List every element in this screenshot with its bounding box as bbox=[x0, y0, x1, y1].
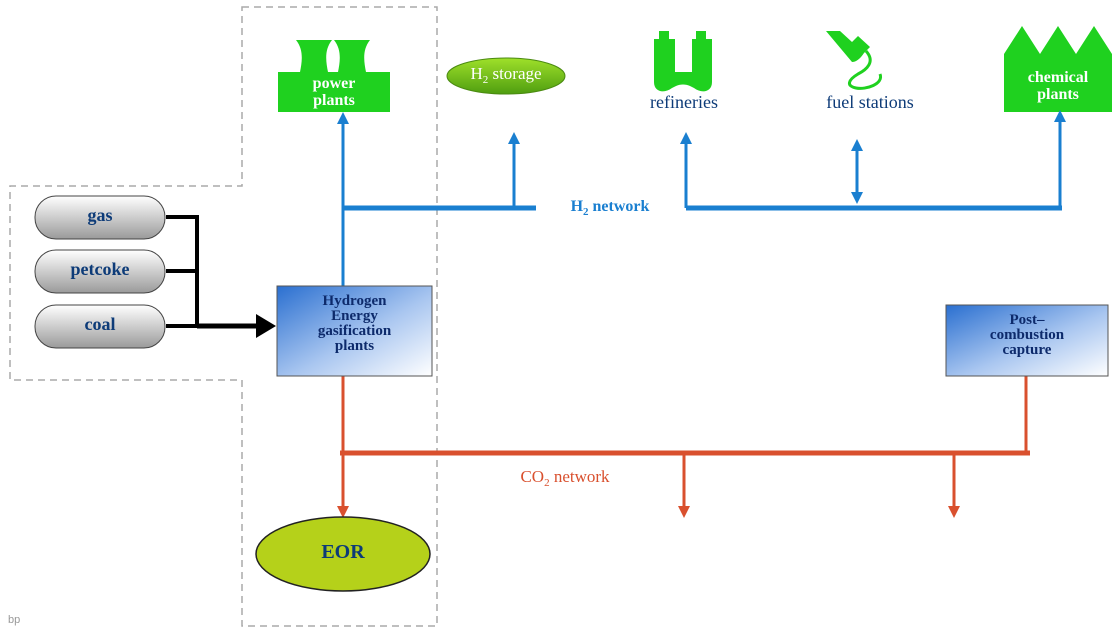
h2-storage-sub: 2 bbox=[482, 74, 489, 86]
co2-network-pre: CO bbox=[520, 467, 545, 486]
chemical-plant-icon bbox=[1004, 26, 1112, 112]
post-combustion-label: Post– combustion capture bbox=[946, 313, 1108, 358]
source-petcoke-label: petcoke bbox=[70, 259, 130, 279]
chemical-plants-line1: chemical bbox=[1027, 69, 1089, 86]
co2-network-post: network bbox=[549, 467, 610, 486]
h2-storage-tank bbox=[446, 57, 566, 95]
footer-logo-text: bp bbox=[8, 614, 21, 626]
h2-network-lines bbox=[337, 110, 1066, 286]
feedstock-lines bbox=[166, 215, 276, 338]
h2-storage-label: H2 storage bbox=[447, 65, 565, 87]
h2-network-label: H2 network bbox=[540, 198, 680, 219]
gasification-label: Hydrogen Energy gasification plants bbox=[277, 294, 432, 354]
source-coal-label: coal bbox=[84, 314, 116, 334]
source-petcoke-box bbox=[34, 249, 166, 294]
chemical-plants-line2: plants bbox=[1037, 85, 1079, 103]
post-combustion-line3: capture bbox=[1002, 342, 1052, 358]
h2-network-post: network bbox=[588, 198, 650, 215]
gasification-line4: plants bbox=[334, 338, 375, 354]
power-plants-line1: power bbox=[312, 75, 356, 92]
source-coal-box bbox=[34, 304, 166, 349]
gasification-line1: Hydrogen bbox=[322, 293, 387, 309]
fuel-stations-label: fuel stations bbox=[826, 92, 914, 112]
h2-storage-pre: H bbox=[470, 64, 483, 83]
refineries-label: refineries bbox=[650, 92, 718, 112]
fuel-nozzle-icon bbox=[826, 31, 883, 90]
power-plant-icon bbox=[278, 40, 390, 112]
gasification-line2: Energy bbox=[331, 308, 378, 324]
power-plants-label: power plants bbox=[288, 75, 380, 110]
eor-label: EOR bbox=[321, 541, 365, 563]
h2-network-sub: 2 bbox=[583, 206, 589, 218]
post-combustion-box bbox=[945, 304, 1109, 377]
h2-network-pre: H bbox=[570, 198, 584, 215]
eor-ellipse bbox=[255, 516, 431, 592]
refinery-icon bbox=[654, 31, 712, 92]
co2-network-label: CO2 network bbox=[490, 468, 640, 490]
co2-network-sub: 2 bbox=[544, 477, 550, 489]
system-boundary bbox=[9, 6, 438, 627]
source-gas-box bbox=[34, 195, 166, 240]
power-plants-line2: plants bbox=[313, 91, 355, 109]
h2-storage-post: storage bbox=[488, 64, 542, 83]
post-combustion-line1: Post– bbox=[1009, 312, 1045, 328]
chemical-plants-label: chemical plants bbox=[1004, 69, 1112, 104]
source-gas-label: gas bbox=[87, 205, 113, 225]
co2-network-lines bbox=[337, 376, 1030, 518]
gasification-line3: gasification bbox=[317, 323, 392, 339]
post-combustion-line2: combustion bbox=[989, 327, 1065, 343]
gasification-box bbox=[276, 285, 433, 377]
